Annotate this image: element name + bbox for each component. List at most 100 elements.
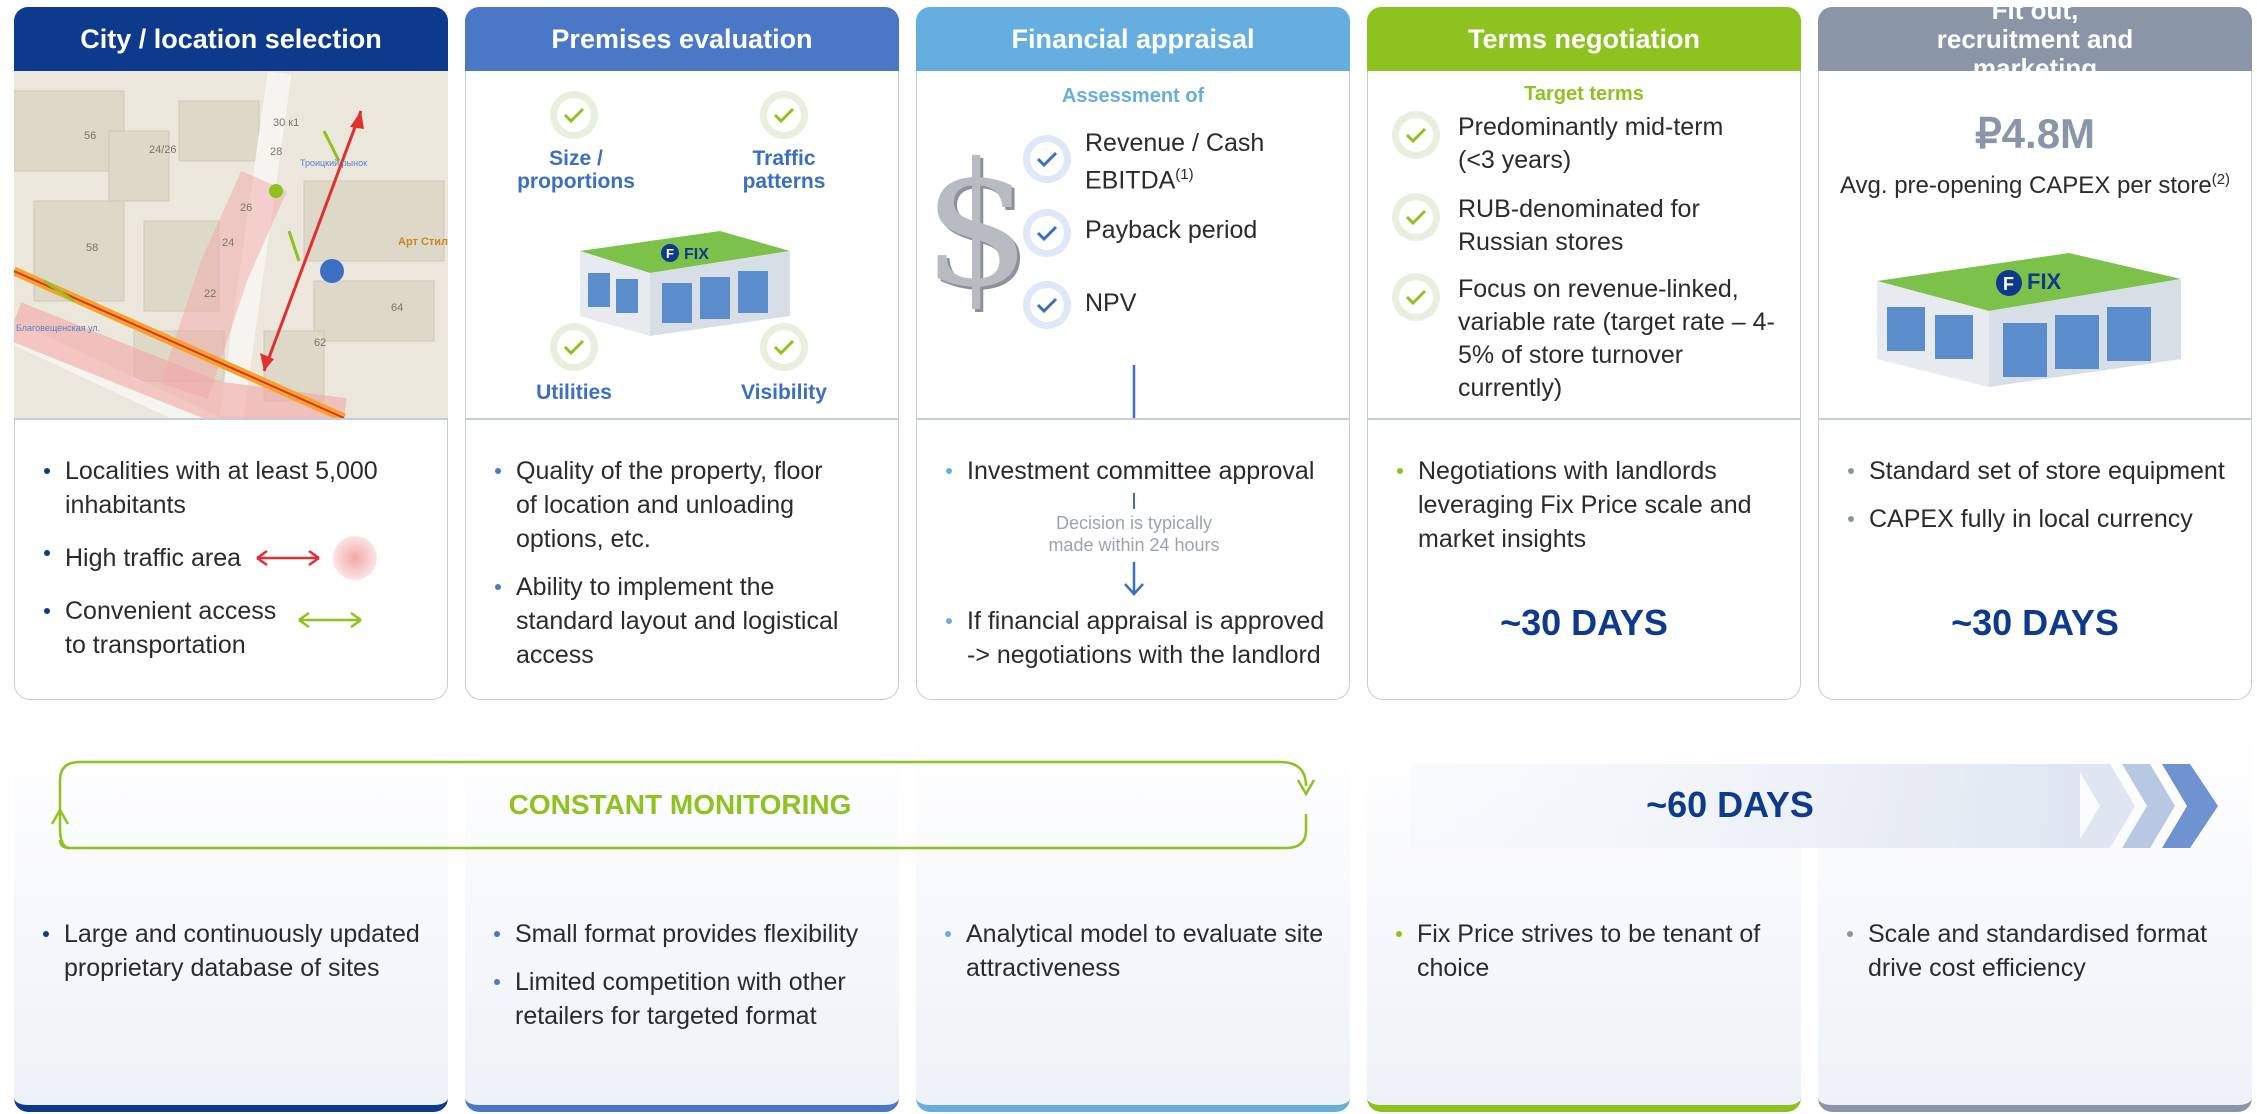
- criteria-panel: Localities with at least 5,000 inhabitan…: [14, 418, 448, 700]
- bullet-item: Limited competition with other retailers…: [493, 965, 881, 1033]
- poi-label: Арт Стиль: [398, 236, 448, 248]
- target-item: RUB-denominated for Russian stores: [1458, 195, 1700, 256]
- decision-note: Decision is typically made within 24 hou…: [1048, 513, 1220, 555]
- assessment-item: Payback period: [1085, 216, 1258, 244]
- capex-label: Avg. pre-opening CAPEX per store(2): [1839, 171, 2231, 199]
- map-label: 58: [86, 242, 98, 254]
- assessment-item: Revenue / Cash EBITDA(1): [1085, 129, 1265, 195]
- monitoring-label: CONSTANT MONITORING: [508, 789, 852, 820]
- monitoring-loop: [50, 760, 1316, 850]
- bullet-item: If financial appraisal is approved -> ne…: [945, 604, 1331, 672]
- bullet-item: Convenient access to transportation: [43, 594, 429, 662]
- bullet-item: Analytical model to evaluate site attrac…: [944, 917, 1332, 985]
- bus-stop-label: Троицкий рынок: [300, 158, 367, 168]
- map-label: 24: [222, 237, 234, 249]
- bullet-item: Ability to implement the standard layout…: [494, 570, 848, 672]
- store-logo: F: [666, 246, 674, 261]
- store-sign: FIX: [2027, 269, 2062, 294]
- bullet-item: Localities with at least 5,000 inhabitan…: [43, 454, 429, 522]
- map-label: 62: [314, 337, 326, 349]
- column-header: Financial appraisal: [916, 7, 1350, 71]
- green-double-arrow-icon: [298, 611, 362, 629]
- criteria-panel: Quality of the property, floor of locati…: [465, 418, 899, 700]
- check-label: Utilities: [536, 381, 612, 404]
- checks-panel: Size / proportions Traffic patterns F FI…: [465, 71, 899, 418]
- map-label: 64: [391, 302, 403, 314]
- criteria-panel: Negotiations with landlords leveraging F…: [1367, 418, 1801, 700]
- dollar-icon: $: [923, 127, 1032, 325]
- check-icon: [550, 323, 598, 371]
- traffic-blob-icon: [333, 536, 378, 580]
- column-header: Fit out, recruitment and marketing: [1818, 7, 2252, 82]
- bullet-item: Large and continuously updated proprieta…: [42, 917, 430, 985]
- bottom-notes: Scale and standardised format drive cost…: [1818, 917, 2252, 999]
- check-icon: [1392, 111, 1440, 159]
- column-header: Terms negotiation: [1367, 7, 1801, 71]
- target-item: Focus on revenue-linked, variable rate (…: [1458, 275, 1775, 402]
- footnote-marker: (1): [1175, 166, 1194, 183]
- map-label: 56: [84, 130, 96, 142]
- column-header: Premises evaluation: [465, 7, 899, 71]
- criteria-panel: Standard set of store equipment CAPEX fu…: [1818, 418, 2252, 700]
- store-sign: FIX: [684, 246, 709, 263]
- check-label: Size / proportions: [517, 147, 635, 193]
- duration-label: ~30 DAYS: [1500, 602, 1668, 643]
- bottom-notes: Small format provides flexibility Limite…: [465, 917, 899, 1047]
- bottom-notes: Large and continuously updated proprieta…: [14, 917, 448, 999]
- map-label: 24/26: [149, 144, 177, 156]
- store-illustration: F FIX: [580, 231, 790, 336]
- bullet-item: Quality of the property, floor of locati…: [494, 454, 848, 556]
- assessment-title: Assessment of: [1061, 85, 1205, 107]
- check-icon: [1392, 193, 1440, 241]
- assessment-item: NPV: [1085, 289, 1137, 317]
- column-fit-out: Fit out, recruitment and marketing ₽4.8M…: [1818, 7, 2252, 1112]
- bullet-item: High traffic area: [43, 536, 429, 580]
- connector-line: [1133, 493, 1135, 509]
- criteria-panel: Investment committee approval Decision i…: [916, 418, 1350, 700]
- footnote-marker: (2): [2211, 171, 2231, 188]
- total-duration: ~60 DAYS: [1646, 784, 1814, 825]
- stop-label: Благовещенская ул.: [16, 323, 100, 333]
- map-panel: 56 24/26 28 30 к1 26 24 58 22 64 62 Арт …: [14, 71, 448, 418]
- target-item: Predominantly mid-term (<3 years): [1458, 113, 1724, 174]
- down-arrow-icon: [1124, 562, 1144, 596]
- duration-label: ~30 DAYS: [1951, 602, 2119, 643]
- bullet-item: Scale and standardised format drive cost…: [1846, 917, 2212, 985]
- bullet-item: Standard set of store equipment: [1847, 454, 2233, 488]
- timeline-arrow: [1410, 764, 2218, 848]
- store-logo: F: [2003, 274, 2014, 294]
- check-icon: [1392, 273, 1440, 321]
- column-header: City / location selection: [14, 7, 448, 71]
- store-illustration: F FIX: [1877, 253, 2181, 387]
- check-icon: [1023, 281, 1071, 329]
- target-terms-panel: Target terms Predominantly mid-term (<3 …: [1367, 71, 1801, 418]
- column-financial-appraisal: Financial appraisal Assessment of $ Reve…: [916, 7, 1350, 1112]
- assessment-panel: Assessment of $ Revenue / Cash EBITDA(1)…: [916, 71, 1350, 450]
- check-icon: [760, 91, 808, 139]
- map-label: 28: [270, 146, 282, 158]
- bullet-item: Negotiations with landlords leveraging F…: [1396, 454, 1760, 556]
- check-icon: [1023, 135, 1071, 183]
- bullet-item: Small format provides flexibility: [493, 917, 881, 951]
- check-label: Traffic patterns: [742, 147, 826, 193]
- bullet-item: Investment committee approval: [945, 454, 1331, 488]
- check-label: Visibility: [741, 381, 827, 404]
- target-title: Target terms: [1524, 83, 1644, 105]
- map-label: 26: [240, 202, 252, 214]
- column-terms-negotiation: Terms negotiation Target terms Predomina…: [1367, 7, 1801, 1112]
- map-label: 30 к1: [273, 117, 299, 129]
- map-label: 22: [204, 288, 216, 300]
- bullet-item: Fix Price strives to be tenant of choice: [1395, 917, 1761, 985]
- check-icon: [760, 323, 808, 371]
- bottom-notes: Analytical model to evaluate site attrac…: [916, 917, 1350, 999]
- bullet-item: CAPEX fully in local currency: [1847, 502, 2233, 536]
- capex-panel: ₽4.8M Avg. pre-opening CAPEX per store(2…: [1818, 71, 2252, 418]
- column-premises-evaluation: Premises evaluation Size / proportions T…: [465, 7, 899, 1112]
- column-location-selection: City / location selection: [14, 7, 448, 1112]
- check-icon: [1023, 209, 1071, 257]
- red-double-arrow-icon: [256, 549, 320, 567]
- check-icon: [550, 91, 598, 139]
- bottom-notes: Fix Price strives to be tenant of choice: [1367, 917, 1801, 999]
- capex-value: ₽4.8M: [1974, 110, 2096, 157]
- city-map: 56 24/26 28 30 к1 26 24 58 22 64 62 Арт …: [14, 71, 448, 418]
